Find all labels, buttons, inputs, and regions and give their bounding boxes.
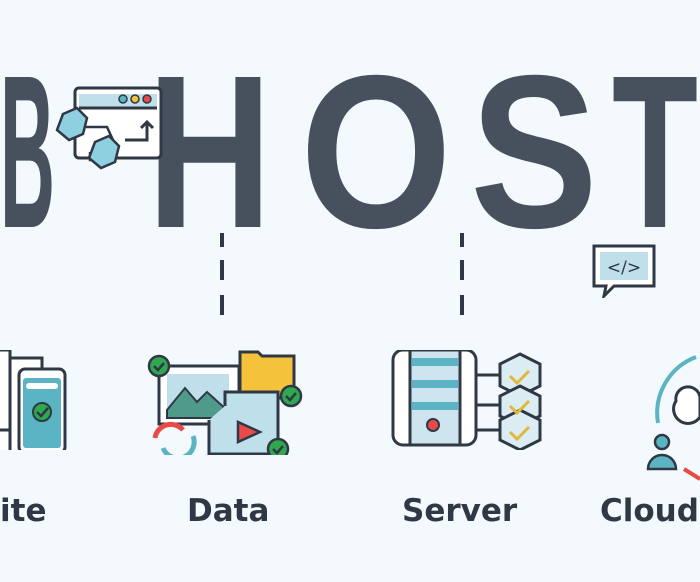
category-label-website: ite [0,493,47,529]
category-label-data: Data [187,493,270,529]
headline-letter-s: S [470,31,598,240]
server-icon [391,350,542,450]
connector-line [220,260,224,280]
headline-letter-t: T [612,31,698,240]
browser-window-icon [55,86,163,170]
headline: B H O S T [0,31,698,240]
connector-line [460,295,464,315]
headline-letter-b: B [0,31,55,240]
data-files-icon [147,350,303,455]
connector-line [460,260,464,280]
category-label-server: Server [402,493,518,529]
headline-letter-h: H [147,31,272,240]
connector-line [220,295,224,315]
code-bubble-icon: </> [592,244,656,298]
connector-line [460,233,464,247]
category-label-cloud: Cloud [600,493,699,529]
website-devices-icon [0,350,67,450]
code-text: </> [607,258,641,278]
cloud-user-icon [646,355,700,481]
connector-line [220,233,224,247]
headline-letter-o: O [300,31,452,240]
